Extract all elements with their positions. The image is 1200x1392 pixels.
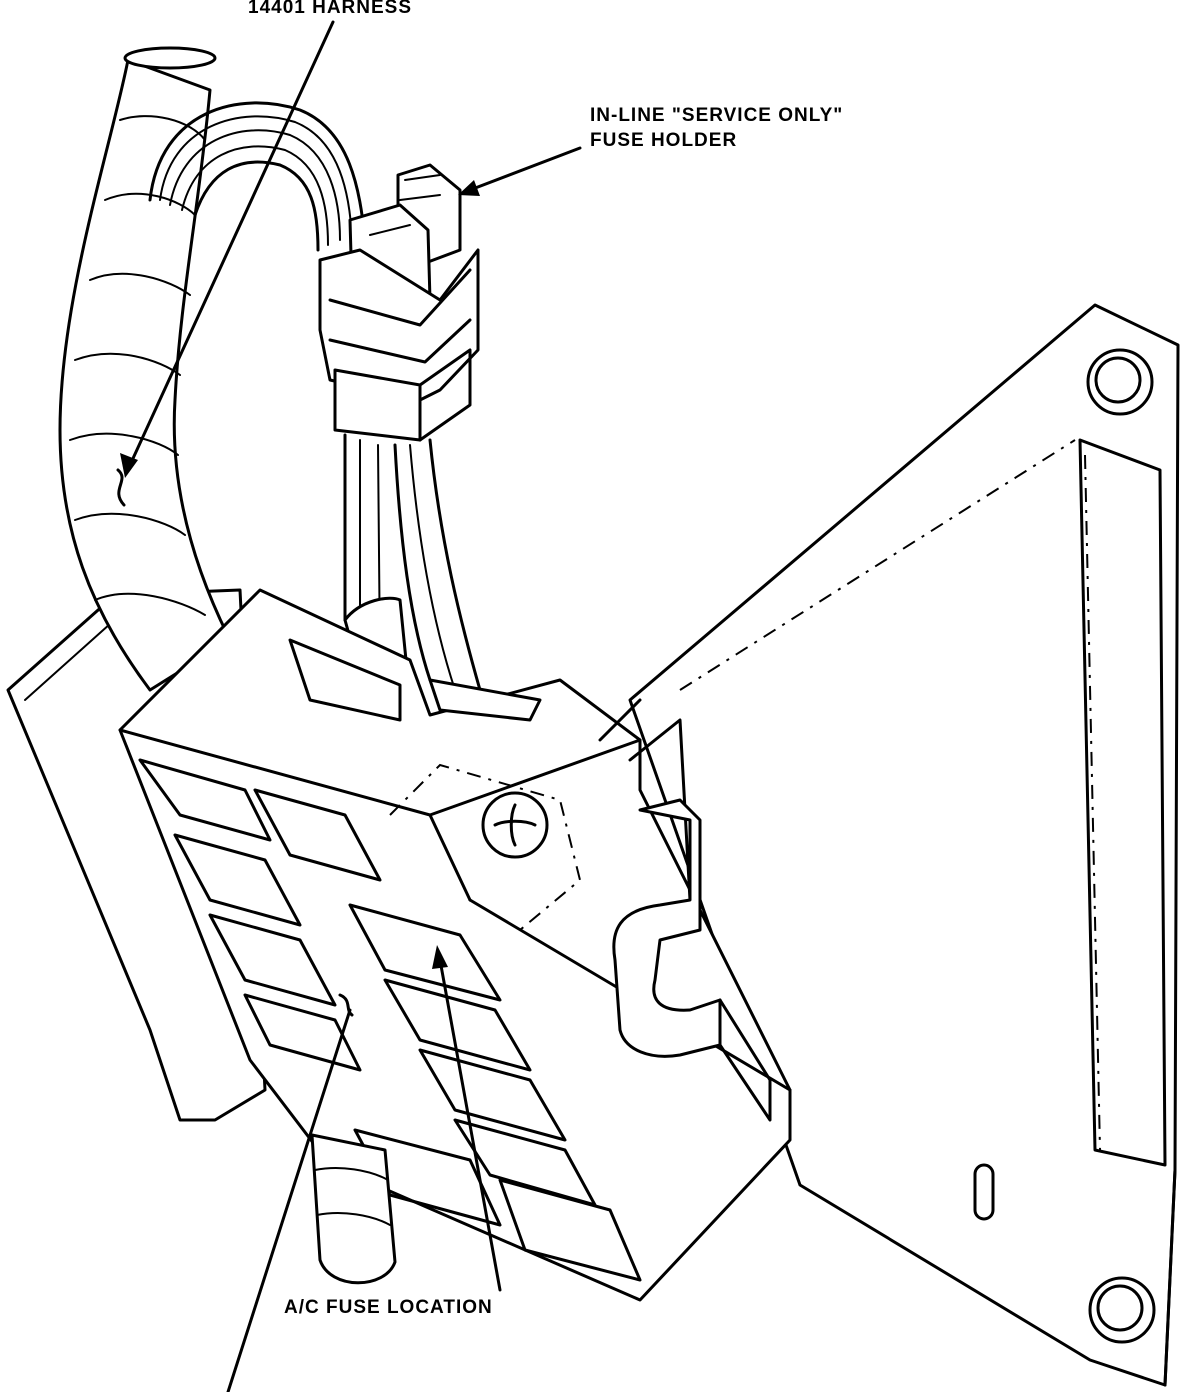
fuse-holder-label-line2: FUSE HOLDER xyxy=(590,130,738,151)
harness-label: 14401 HARNESS xyxy=(248,0,413,18)
mounting-bracket xyxy=(628,303,1180,1387)
fuse-holder-leader-arrow xyxy=(458,146,582,196)
ac-fuse-leader-arrow xyxy=(432,945,502,1292)
main-harness xyxy=(58,46,232,692)
bolt-bottom xyxy=(1088,1276,1156,1344)
fuse-holder-label-line1: IN-LINE "SERVICE ONLY" xyxy=(590,105,844,126)
panel-leader-line xyxy=(226,1008,352,1392)
lower-harness xyxy=(310,1133,397,1285)
fuse-holder xyxy=(318,163,480,442)
side-clip xyxy=(612,798,772,1122)
center-screw xyxy=(481,791,549,859)
ac-fuse-location-label: A/C FUSE LOCATION xyxy=(284,1297,493,1318)
harness-leader-arrow xyxy=(120,20,335,478)
bolt-top xyxy=(1086,348,1154,416)
